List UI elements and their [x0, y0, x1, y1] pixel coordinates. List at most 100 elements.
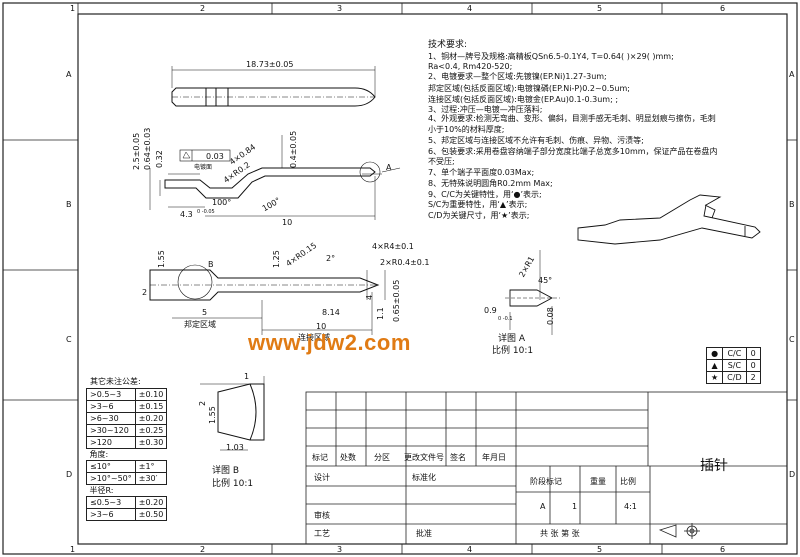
- marker-label: C/C: [722, 347, 747, 360]
- stage-value: A: [540, 502, 546, 511]
- projection-symbol: [658, 523, 700, 539]
- detail-b-dim-2: 2: [198, 400, 207, 406]
- tolerance-range: ≤0.5~3: [86, 496, 136, 509]
- dim-1-1: 1.1: [376, 307, 385, 320]
- notes-line: 5、邦定区域与连接区域不允许有毛刺、伤痕、异物、污渍等;: [428, 136, 644, 145]
- header-mark: 标记: [312, 453, 328, 462]
- dim-1-25: 1.25: [272, 250, 281, 268]
- marker-label: C/D: [722, 371, 747, 384]
- notes-line: 4、外观要求:检测无弯曲、变形、偏斜，目测手感无毛刺、明显划痕与擦伤，毛刺: [428, 114, 716, 123]
- zone-5-bottom: 5: [597, 545, 603, 554]
- header-date: 年月日: [482, 453, 506, 462]
- notes-line: 邦定区域(包括反面区域):电镀镍磷(EP.Ni-P)0.2~0.5um;: [428, 84, 630, 93]
- zone-5-top: 5: [597, 4, 603, 13]
- weight-label: 重量: [590, 477, 606, 486]
- standardization-label: 标准化: [412, 473, 436, 482]
- dim-8-14: 8.14: [322, 308, 340, 317]
- notes-line: 小于10%的材料厚度;: [428, 125, 505, 134]
- table-row: 角度:: [87, 449, 167, 461]
- tolerance-range: ≤10°: [86, 460, 136, 473]
- watermark: www.jdw2.com: [248, 330, 411, 355]
- radius-title: 半径R:: [89, 486, 114, 495]
- detail-b-scale: 比例 10:1: [212, 479, 254, 489]
- title-block-grid: [305, 391, 788, 545]
- marker-count: 2: [745, 371, 761, 384]
- table-row: ≤0.5~3±0.20: [86, 496, 168, 509]
- tolerance-value: ±0.20: [134, 496, 168, 509]
- flatness-value: 0.03: [206, 152, 224, 161]
- tolerance-value: ±0.10: [134, 388, 168, 401]
- notes-line: 3、过程:冲压—电镀—冲压落料;: [428, 105, 543, 114]
- notes-line: S/C为重要特性，用‘▲’表示;: [428, 200, 528, 209]
- stage-label: 阶段标记: [530, 477, 562, 486]
- tolerance-title: 其它未注公差:: [90, 377, 141, 386]
- detail-b-dim-1-03: 1.03: [226, 443, 244, 452]
- plating-surface-label: 电镀面: [194, 164, 213, 171]
- tolerance-range: >30~120: [86, 424, 136, 437]
- process-label: 工艺: [314, 529, 330, 538]
- zone-6-top: 6: [720, 4, 726, 13]
- dim-10: 10: [282, 218, 293, 227]
- tolerance-range: >3~6: [86, 508, 136, 521]
- dim-4-3: 4.3: [180, 210, 193, 219]
- detail-a-scale: 比例 10:1: [492, 346, 534, 356]
- zone-4-top: 4: [467, 4, 473, 13]
- notes-line: 连接区域(包括反面区域):电镀金(EP.Au)0.1-0.3um; ;: [428, 95, 619, 104]
- zone-c-right: C: [789, 335, 795, 344]
- table-row: >30~120±0.25: [86, 424, 168, 437]
- zone-1-top: 1: [70, 4, 76, 13]
- header-signature: 签名: [450, 453, 466, 462]
- dim-10-b: 10: [316, 322, 327, 331]
- notes-line: 1、铜材—牌号及规格:高精板QSn6.5-0.1Y4, T=0.64( )×29…: [428, 52, 674, 61]
- notes-line: 6、包装要求:采用卷盘容纳端子部分宽度比端子总宽多10mm，保证产品在卷盘内: [428, 147, 718, 156]
- star-icon: ★: [705, 371, 724, 384]
- notes-line: 不受压;: [428, 157, 455, 166]
- tolerance-range: >6~30: [86, 412, 136, 425]
- detail-a-tolerance: 0 -0.1: [498, 316, 513, 322]
- zone-b-left: B: [66, 200, 72, 209]
- dim-2x-r0-4: 2×R0.4±0.1: [380, 258, 430, 267]
- dim-0-64: 0.64±0.03: [143, 127, 152, 170]
- tolerance-value: ±0.30: [134, 436, 168, 449]
- plating-zone-label: 连接区域: [298, 333, 330, 342]
- zone-3-bottom: 3: [337, 545, 343, 554]
- tolerance-value: ±1°: [134, 460, 168, 473]
- dim-1-55: 1.55: [157, 250, 166, 268]
- table-row: >0.5~3±0.10: [86, 388, 168, 401]
- notes-line: C/D为关键尺寸，用‘★’表示;: [428, 211, 530, 220]
- tolerance-value: ±0.50: [134, 508, 168, 521]
- notes-line: 9、C/C为关键特性，用‘●’表示;: [428, 190, 542, 199]
- pin-side-view: [149, 135, 382, 220]
- zone-1-bottom: 1: [70, 545, 76, 554]
- design-label: 设计: [314, 473, 330, 482]
- zone-d-left: D: [66, 470, 73, 479]
- dim-5: 5: [202, 308, 208, 317]
- detail-b: [200, 376, 265, 451]
- pin-front-view: [149, 264, 386, 335]
- tolerance-value: ±30′: [134, 472, 168, 485]
- pin-top-view: [171, 66, 376, 107]
- detail-b-dim-1: 1: [244, 372, 250, 381]
- check-label: 审核: [314, 511, 330, 520]
- zone-3-top: 3: [337, 4, 343, 13]
- table-row: 半径R:: [87, 485, 167, 497]
- drawing-title: 插针: [700, 458, 728, 474]
- scale-label: 比例: [620, 477, 636, 486]
- detail-b-dim-1-55: 1.55: [208, 406, 217, 424]
- tolerance-value: ±0.20: [134, 412, 168, 425]
- detail-a-angle: 45°: [538, 276, 553, 285]
- header-doc-number: 更改文件号: [404, 453, 444, 462]
- table-row: ≤10°±1°: [86, 460, 168, 473]
- zone-b-right: B: [789, 200, 795, 209]
- table-row: >3~6±0.50: [86, 508, 168, 521]
- zone-2-top: 2: [200, 4, 206, 13]
- notes-line: 8、无特殊说明圆角R0.2mm Max;: [428, 179, 553, 188]
- zone-a-left: A: [66, 70, 72, 79]
- tolerance-range: >120: [86, 436, 136, 449]
- tolerance-value: ±0.25: [134, 424, 168, 437]
